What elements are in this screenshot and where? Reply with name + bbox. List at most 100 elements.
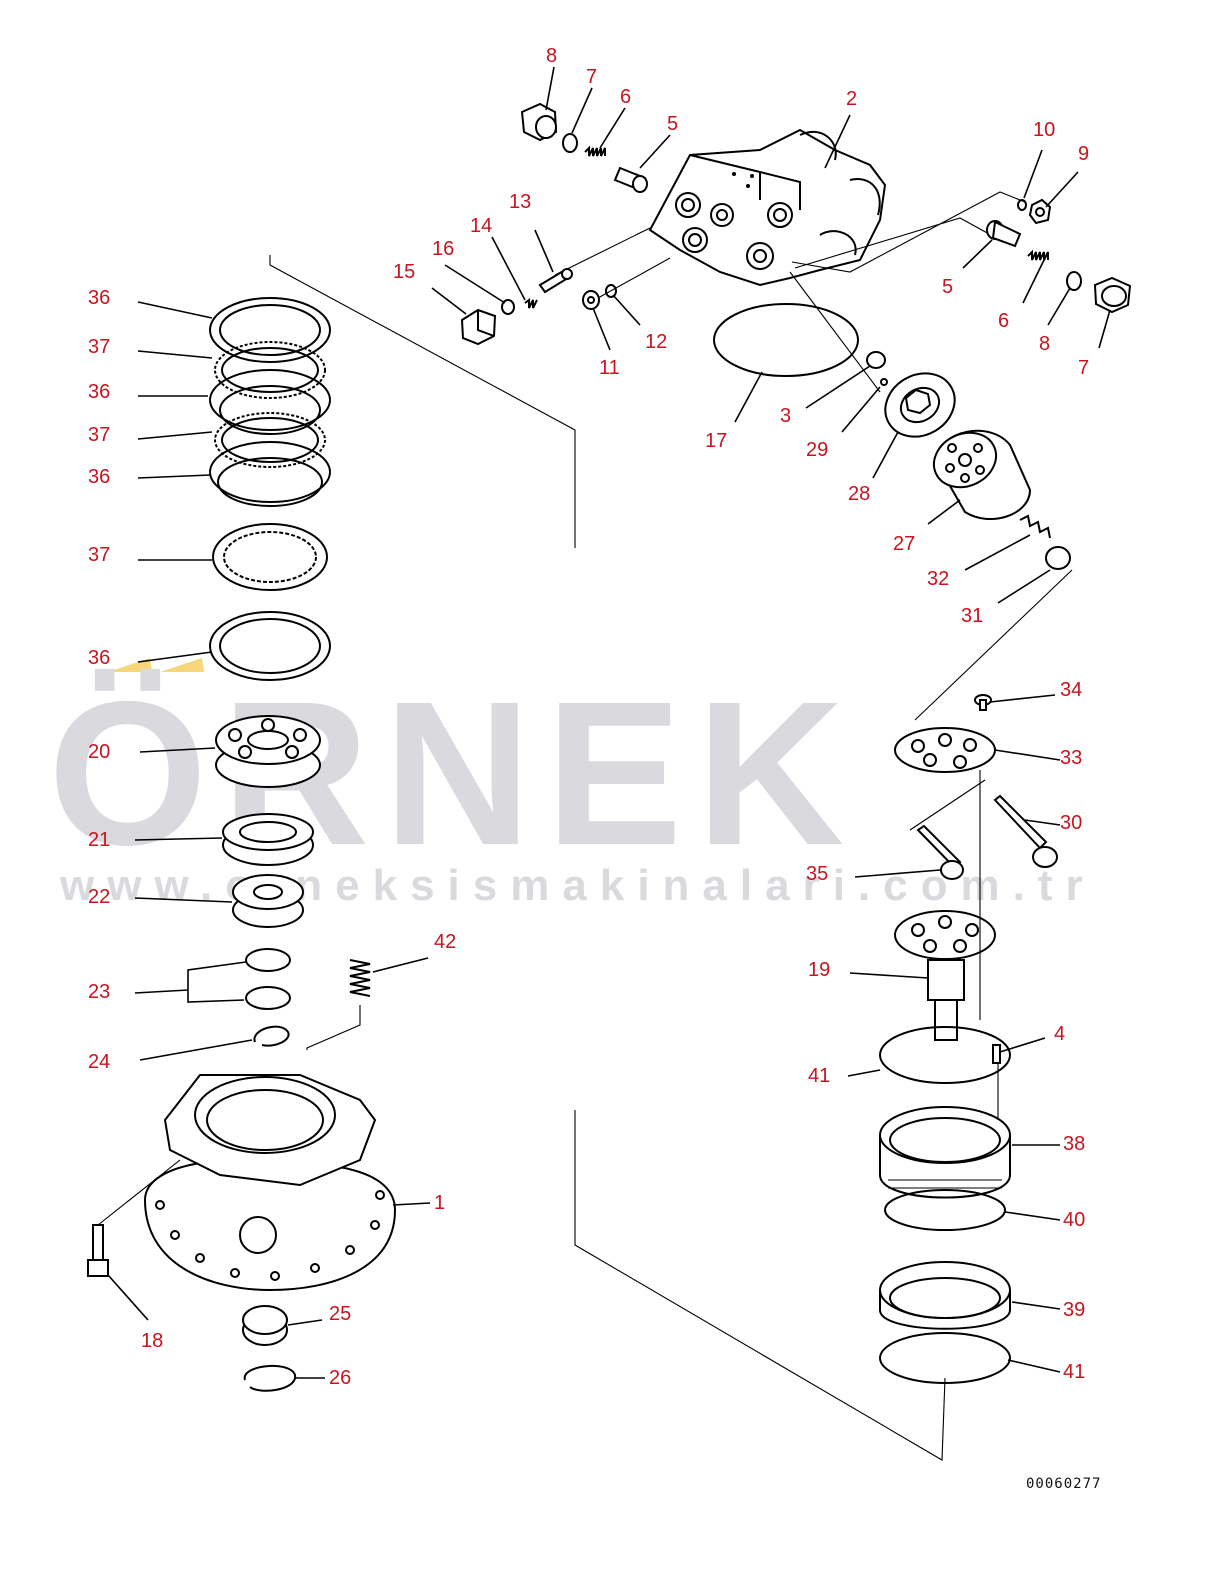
piston-30 bbox=[993, 794, 1058, 868]
callout-leader-lines bbox=[107, 66, 1111, 1379]
spool-13 bbox=[538, 268, 573, 294]
retainer-plate-33 bbox=[894, 727, 996, 773]
plug-9 bbox=[1028, 198, 1052, 225]
callout-label: 2 bbox=[846, 88, 857, 110]
callout-label: 26 bbox=[329, 1367, 351, 1389]
drawing-code: 00060277 bbox=[1026, 1476, 1101, 1492]
callout-label: 20 bbox=[88, 741, 110, 763]
ring-23-upper bbox=[245, 948, 291, 972]
housing-1 bbox=[143, 1074, 397, 1292]
callout-label: 27 bbox=[893, 533, 915, 555]
o-ring-7-left bbox=[562, 133, 578, 153]
callout-label: 42 bbox=[434, 931, 456, 953]
seal-21 bbox=[222, 813, 314, 866]
callout-label: 36 bbox=[88, 381, 110, 403]
o-ring-41-lower bbox=[879, 1332, 1011, 1384]
callout-label: 41 bbox=[1063, 1361, 1085, 1383]
valve-plate-28 bbox=[884, 372, 956, 438]
callout-label: 5 bbox=[942, 276, 953, 298]
callout-label: 3 bbox=[780, 405, 791, 427]
callout-label: 33 bbox=[1060, 747, 1082, 769]
bearing-20 bbox=[215, 715, 321, 788]
o-ring-10 bbox=[1017, 199, 1027, 211]
ring-gear-38 bbox=[879, 1106, 1011, 1199]
snap-ring-26 bbox=[243, 1364, 297, 1392]
spool-5-left bbox=[613, 166, 648, 193]
pin-29 bbox=[880, 378, 888, 386]
callout-label: 41 bbox=[808, 1065, 830, 1087]
callout-label: 35 bbox=[806, 863, 828, 885]
callout-label: 34 bbox=[1060, 679, 1082, 701]
callout-label: 40 bbox=[1063, 1209, 1085, 1231]
check-valve-11 bbox=[582, 290, 600, 310]
callout-label: 13 bbox=[509, 191, 531, 213]
spring-32 bbox=[1019, 514, 1051, 539]
plug-8-left bbox=[520, 102, 558, 142]
friction-plates bbox=[209, 297, 331, 681]
callouts: 8 7 6 5 2 10 9 13 14 16 15 5 6 8 7 11 12… bbox=[88, 45, 1089, 1389]
callout-label: 37 bbox=[88, 544, 110, 566]
callout-label: 14 bbox=[470, 215, 492, 237]
spring-14 bbox=[524, 298, 538, 309]
callout-label: 12 bbox=[645, 331, 667, 353]
right-stack-leaders bbox=[909, 569, 1073, 1120]
callout-label: 25 bbox=[329, 1303, 351, 1325]
callout-label: 28 bbox=[848, 483, 870, 505]
callout-label: 24 bbox=[88, 1051, 110, 1073]
callout-label: 30 bbox=[1060, 812, 1082, 834]
callout-label: 19 bbox=[808, 959, 830, 981]
callout-label: 37 bbox=[88, 336, 110, 358]
gear-25 bbox=[242, 1305, 288, 1346]
spool-5-right bbox=[986, 220, 1022, 248]
pin-4 bbox=[992, 1044, 1001, 1064]
collar-31 bbox=[1045, 546, 1071, 570]
bearing-22 bbox=[232, 874, 304, 928]
watermark: ÖRNEK www.orneksismakinalari.com.tr bbox=[48, 658, 1096, 910]
o-ring-16 bbox=[501, 299, 515, 315]
plug-7-right bbox=[1093, 276, 1132, 314]
callout-label: 15 bbox=[393, 261, 415, 283]
cylinder-block-27 bbox=[932, 429, 1032, 521]
watermark-brand: ÖRNEK bbox=[48, 659, 858, 888]
callout-label: 16 bbox=[432, 238, 454, 260]
o-ring-17 bbox=[713, 303, 859, 377]
bolt-18 bbox=[87, 1159, 181, 1277]
callout-label: 10 bbox=[1033, 119, 1055, 141]
callout-label: 38 bbox=[1063, 1133, 1085, 1155]
assembly-frame-lines bbox=[269, 255, 946, 1461]
callout-label: 29 bbox=[806, 439, 828, 461]
callout-label: 1 bbox=[434, 1192, 445, 1214]
callout-label: 31 bbox=[961, 605, 983, 627]
o-ring-8-right bbox=[1066, 271, 1082, 291]
o-ring-40 bbox=[884, 1189, 1006, 1231]
callout-label: 6 bbox=[998, 310, 1009, 332]
callout-label: 9 bbox=[1078, 143, 1089, 165]
callout-label: 39 bbox=[1063, 1299, 1085, 1321]
callout-label: 21 bbox=[88, 829, 110, 851]
callout-label: 18 bbox=[141, 1330, 163, 1352]
ring-23-lower bbox=[245, 986, 291, 1010]
callout-label: 37 bbox=[88, 424, 110, 446]
snap-ring-24 bbox=[253, 1025, 290, 1047]
callout-label: 32 bbox=[927, 568, 949, 590]
bushing-3 bbox=[866, 351, 886, 369]
callout-label: 11 bbox=[599, 357, 620, 379]
callout-label: 36 bbox=[88, 287, 110, 309]
callout-label: 23 bbox=[88, 981, 110, 1003]
spring-6-right bbox=[1027, 249, 1049, 261]
piston-35 bbox=[916, 824, 964, 880]
collar-39 bbox=[879, 1261, 1011, 1330]
callout-label: 36 bbox=[88, 647, 110, 669]
o-ring-12 bbox=[605, 284, 617, 298]
callout-label: 7 bbox=[1078, 357, 1089, 379]
spring-6-left bbox=[584, 145, 606, 157]
screw-34 bbox=[974, 694, 992, 711]
o-ring-41-upper bbox=[879, 1026, 1011, 1084]
watermark-url: www.orneksismakinalari.com.tr bbox=[59, 861, 1096, 910]
plug-15 bbox=[460, 308, 497, 346]
callout-label: 8 bbox=[546, 45, 557, 67]
callout-label: 5 bbox=[667, 113, 678, 135]
callout-label: 7 bbox=[586, 66, 597, 88]
callout-label: 22 bbox=[88, 886, 110, 908]
